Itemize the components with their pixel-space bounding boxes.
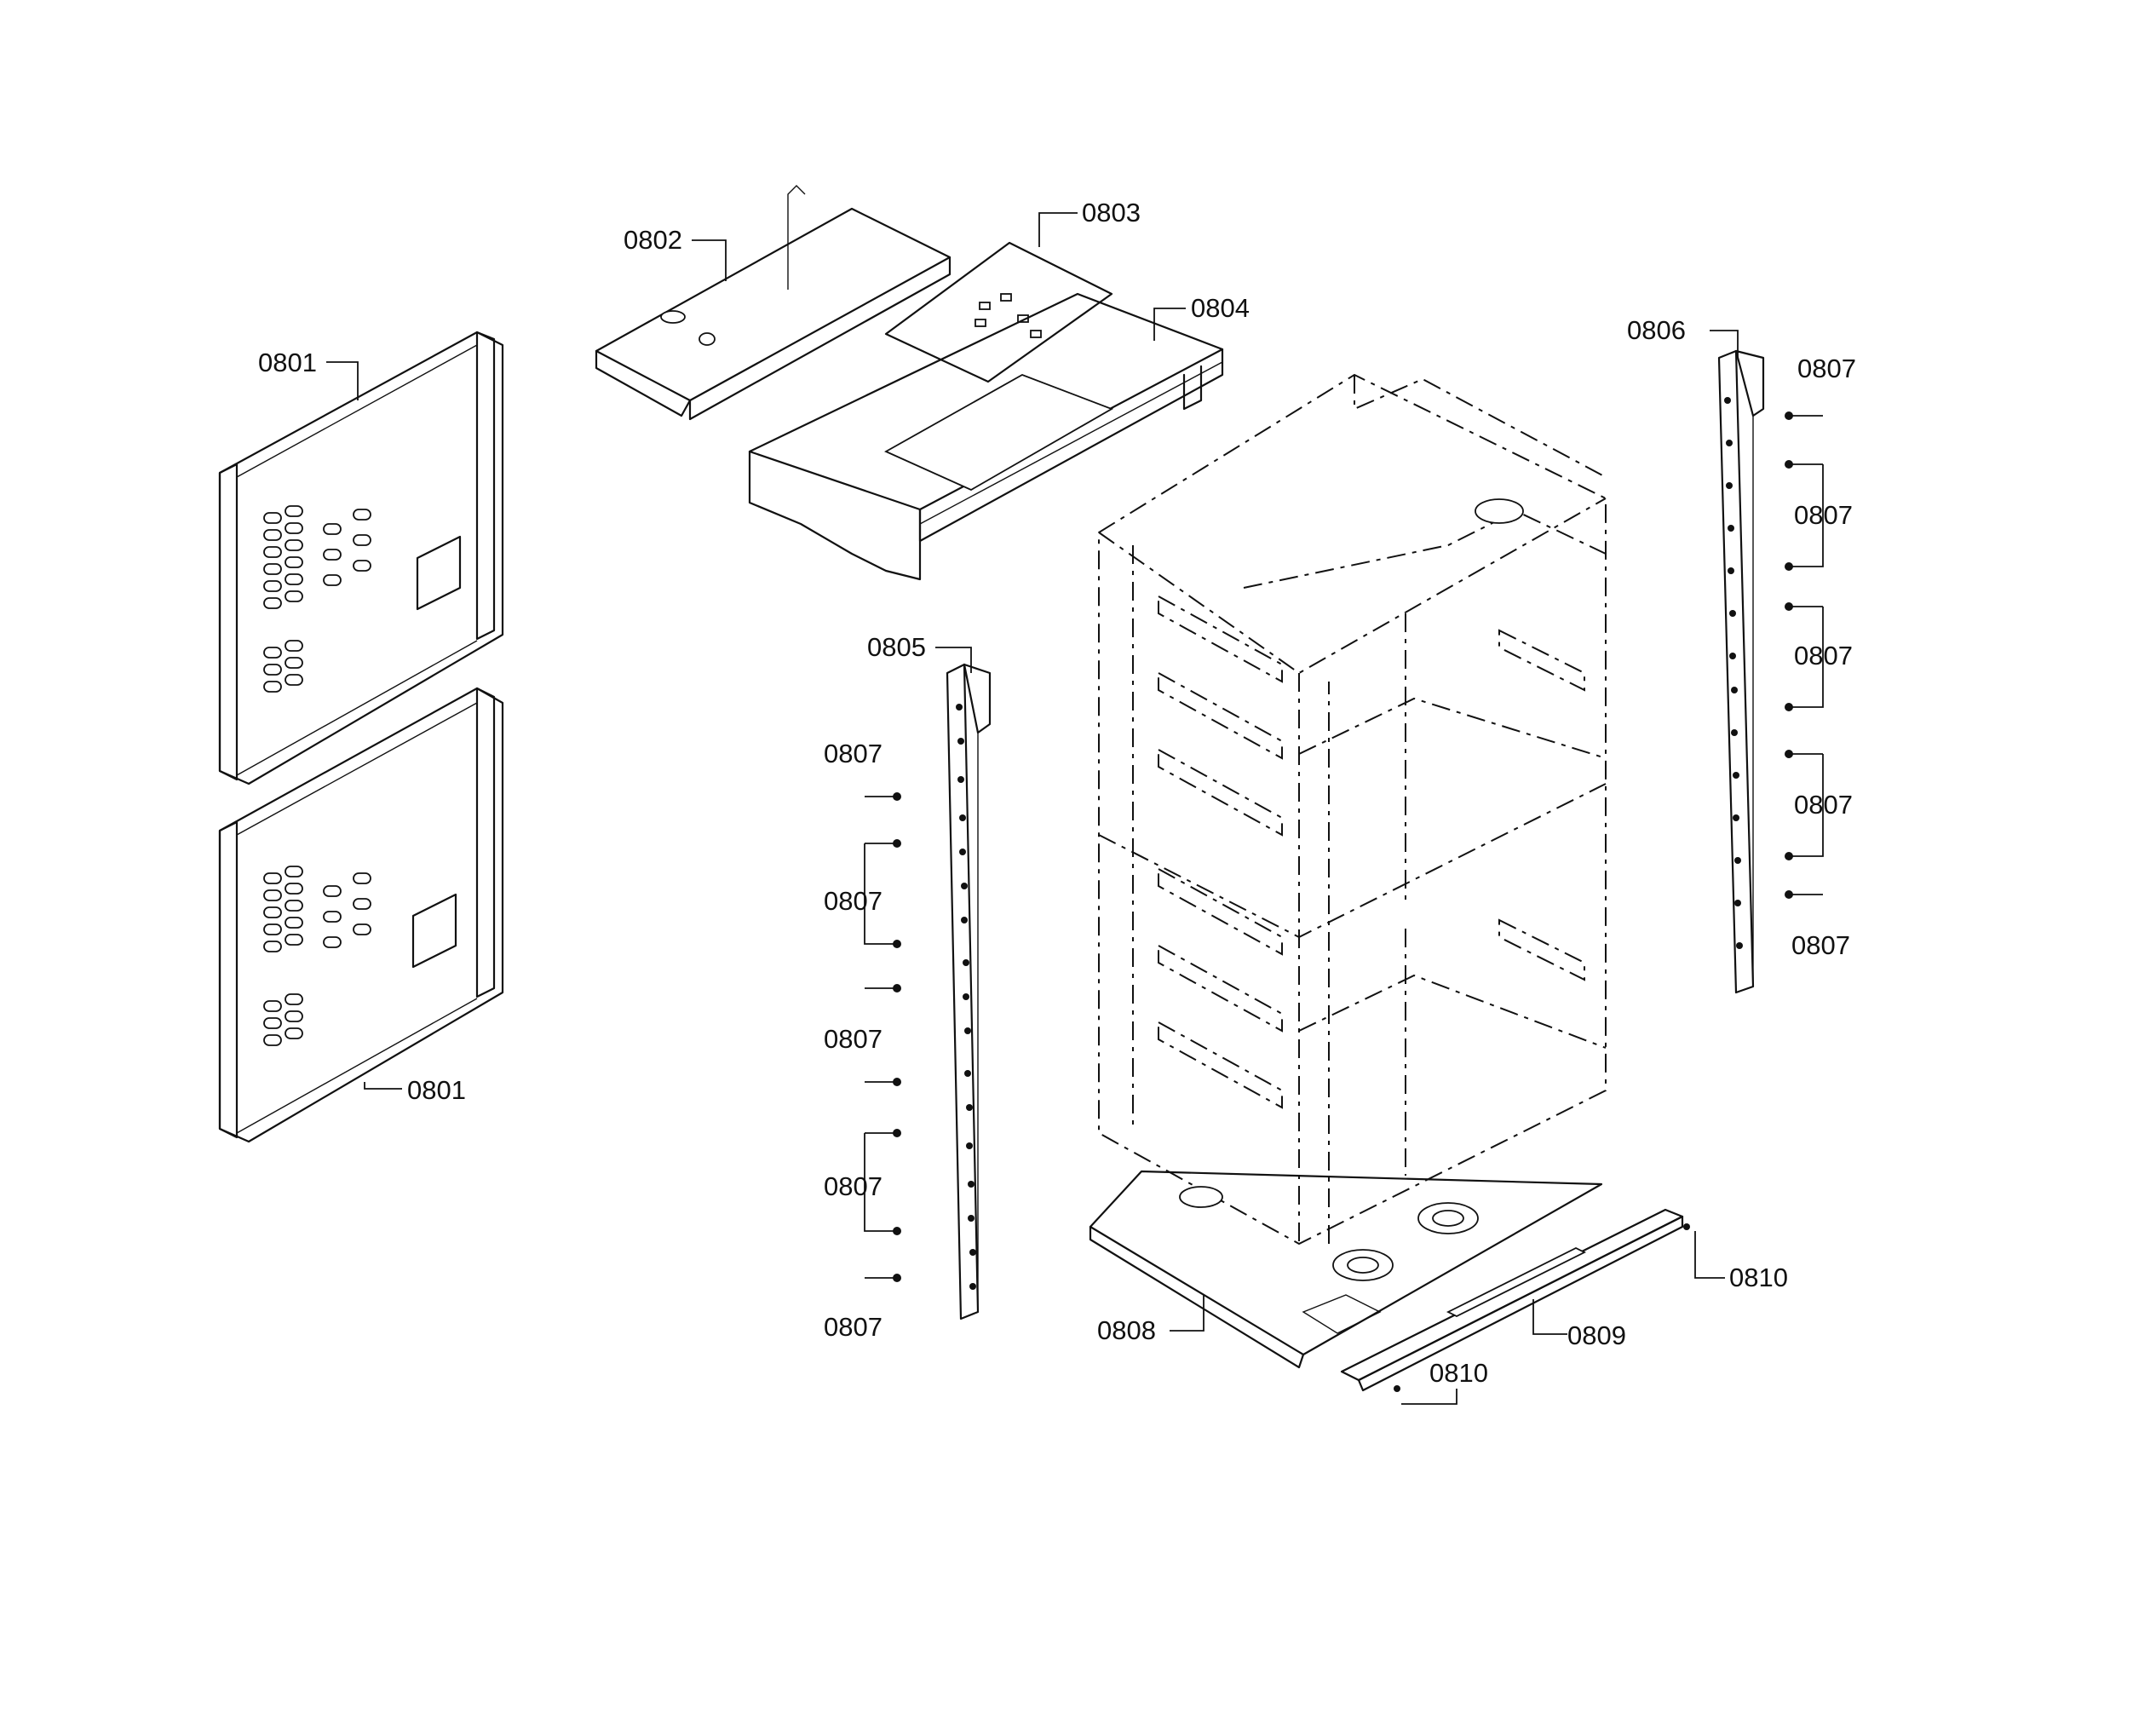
label-0807-right-1: 0807 <box>1797 354 1856 383</box>
top-frame <box>748 292 1224 581</box>
label-0801-lower: 0801 <box>407 1075 466 1105</box>
label-0807-right-2: 0807 <box>1794 500 1853 530</box>
front-bar <box>1340 1208 1684 1392</box>
callout-labels: 0801 0801 0802 0803 0804 0805 0806 0807 … <box>258 198 1856 1388</box>
screws-0807-right <box>1785 411 1793 899</box>
label-0806: 0806 <box>1627 315 1686 345</box>
label-0805: 0805 <box>867 632 926 662</box>
label-0807-right-5: 0807 <box>1791 930 1850 960</box>
cover-plate <box>884 241 1113 383</box>
screw-0810-a <box>1683 1223 1690 1230</box>
label-0807-left-3: 0807 <box>824 1024 883 1054</box>
label-0807-right-3: 0807 <box>1794 641 1853 670</box>
label-0804: 0804 <box>1191 293 1250 323</box>
label-0807-left-1: 0807 <box>824 739 883 768</box>
label-0810-bottom: 0810 <box>1429 1358 1488 1388</box>
label-0803: 0803 <box>1082 198 1141 227</box>
leader-lines <box>326 212 1824 1405</box>
side-panel-lower <box>218 687 504 1143</box>
top-cover <box>595 185 952 421</box>
label-0808: 0808 <box>1097 1315 1156 1345</box>
label-0810-right: 0810 <box>1729 1263 1788 1292</box>
label-0807-right-4: 0807 <box>1794 790 1853 820</box>
oven-cavity <box>1098 373 1607 1246</box>
label-0807-left-4: 0807 <box>824 1171 883 1201</box>
label-0807-left-5: 0807 <box>824 1312 883 1342</box>
label-0801-upper: 0801 <box>258 348 317 377</box>
label-0807-left-2: 0807 <box>824 886 883 916</box>
screws-0807-left <box>893 792 901 1282</box>
rail-right <box>1717 349 1765 994</box>
label-0802: 0802 <box>624 225 682 255</box>
screw-0810-b <box>1394 1385 1400 1392</box>
rail-left <box>946 663 992 1320</box>
label-0809: 0809 <box>1567 1320 1626 1350</box>
bottom-tray <box>1089 1170 1603 1369</box>
side-panel-upper <box>218 331 504 785</box>
